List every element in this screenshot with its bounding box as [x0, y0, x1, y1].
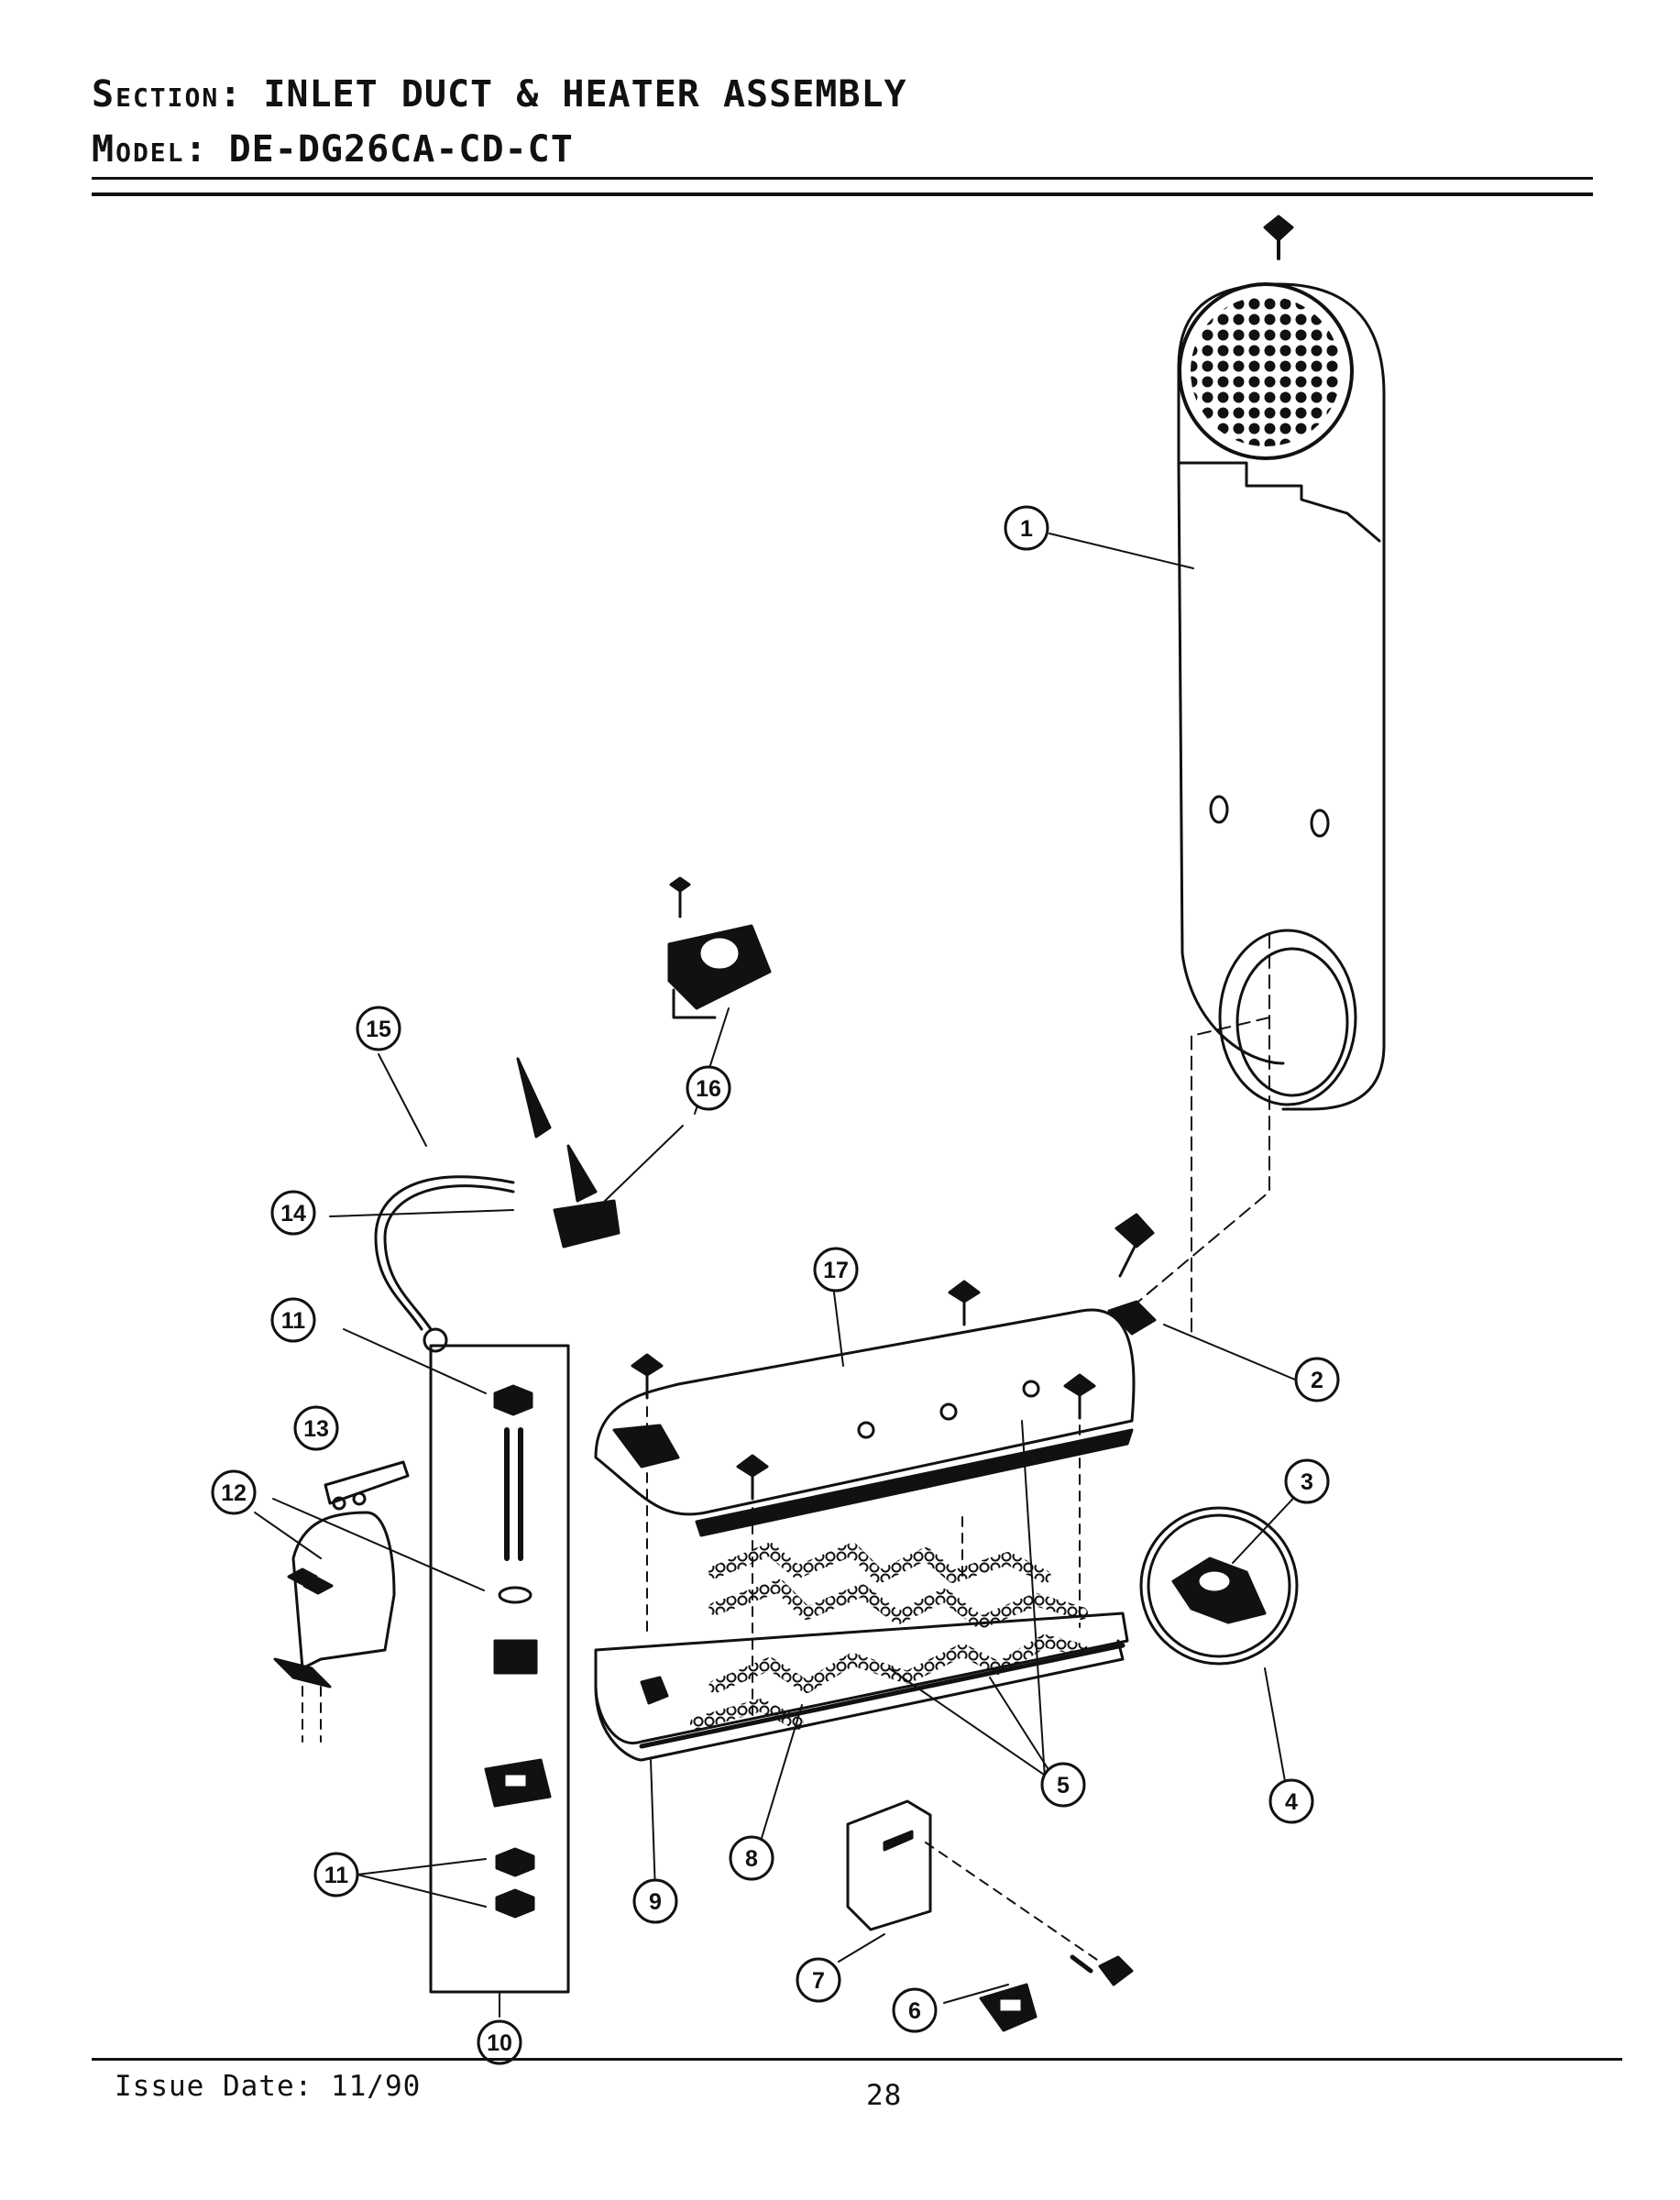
- callout-14: 14: [270, 1190, 316, 1236]
- callout-17: 17: [813, 1247, 859, 1292]
- callout-1: 1: [1004, 505, 1049, 551]
- model-title: Model: DE-DG26CA-CD-CT: [92, 128, 574, 170]
- section-value: INLET DUCT & HEATER ASSEMBLY: [263, 73, 907, 116]
- svg-text:9: 9: [649, 1889, 662, 1915]
- svg-text:5: 5: [1057, 1773, 1070, 1798]
- callout-11-lower: 11: [313, 1852, 359, 1898]
- callout-6: 6: [892, 1987, 938, 2033]
- callout-10: 10: [477, 2019, 522, 2065]
- svg-text:14: 14: [280, 1201, 306, 1226]
- callout-4: 4: [1268, 1778, 1314, 1824]
- svg-text:13: 13: [303, 1416, 329, 1442]
- heater-screws: [631, 1213, 1155, 1724]
- heater-top-cover: [594, 1308, 1136, 1537]
- inlet-duct: [1126, 282, 1386, 1339]
- thermal-fuse-inset: [1139, 1506, 1299, 1666]
- header-rule-bottom: [92, 192, 1593, 196]
- svg-text:8: 8: [745, 1846, 758, 1872]
- svg-text:2: 2: [1311, 1368, 1323, 1393]
- svg-text:7: 7: [812, 1968, 825, 1994]
- callout-8: 8: [729, 1835, 774, 1881]
- svg-text:15: 15: [366, 1017, 391, 1042]
- leader-lines: [254, 533, 1302, 2018]
- header-rule-top: [92, 177, 1593, 180]
- svg-text:6: 6: [908, 1998, 921, 2024]
- svg-text:17: 17: [823, 1258, 849, 1283]
- model-value: DE-DG26CA-CD-CT: [228, 128, 574, 170]
- cycling-thermostat: [516, 1057, 620, 1248]
- svg-text:16: 16: [696, 1076, 721, 1102]
- heater-coils: [690, 1543, 1088, 1730]
- svg-text:10: 10: [487, 2030, 512, 2056]
- svg-text:4: 4: [1285, 1789, 1298, 1815]
- svg-text:1: 1: [1020, 516, 1033, 542]
- terminal-block: [846, 1799, 1134, 2032]
- svg-text:12: 12: [221, 1480, 247, 1506]
- callout-16: 16: [686, 1065, 731, 1111]
- section-title: Section: INLET DUCT & HEATER ASSEMBLY: [92, 73, 907, 116]
- heater-housing: [594, 1612, 1129, 1762]
- ground-wire: [374, 1175, 515, 1353]
- callout-11-upper: 11: [270, 1297, 316, 1343]
- callout-9: 9: [632, 1878, 678, 1924]
- footer-rule: [92, 2058, 1622, 2061]
- duct-screw: [1263, 214, 1294, 260]
- svg-text:3: 3: [1301, 1469, 1313, 1495]
- callout-5: 5: [1040, 1762, 1086, 1808]
- svg-text:11: 11: [324, 1863, 349, 1888]
- callout-12: 12: [211, 1469, 257, 1515]
- section-label: Section:: [92, 73, 244, 116]
- callout-7: 7: [796, 1957, 841, 2003]
- terminal-block-panel: [429, 1344, 570, 1994]
- model-label: Model:: [92, 128, 209, 170]
- issue-date: Issue Date: 11/90: [115, 2070, 422, 2103]
- callout-2: 2: [1294, 1357, 1340, 1402]
- svg-text:11: 11: [281, 1308, 306, 1334]
- page-number: 28: [866, 2079, 903, 2112]
- terminal-bracket: [1107, 1300, 1157, 1336]
- callout-labels: 1 2 3 4 5 6 7 8 9 10 11 11 12 13 14 15 1…: [211, 505, 1340, 2065]
- callout-15: 15: [356, 1006, 401, 1051]
- mounting-bracket: [273, 1460, 410, 1743]
- callout-13: 13: [293, 1405, 339, 1451]
- callout-3: 3: [1284, 1458, 1330, 1504]
- high-limit-thermostat: [667, 876, 772, 1019]
